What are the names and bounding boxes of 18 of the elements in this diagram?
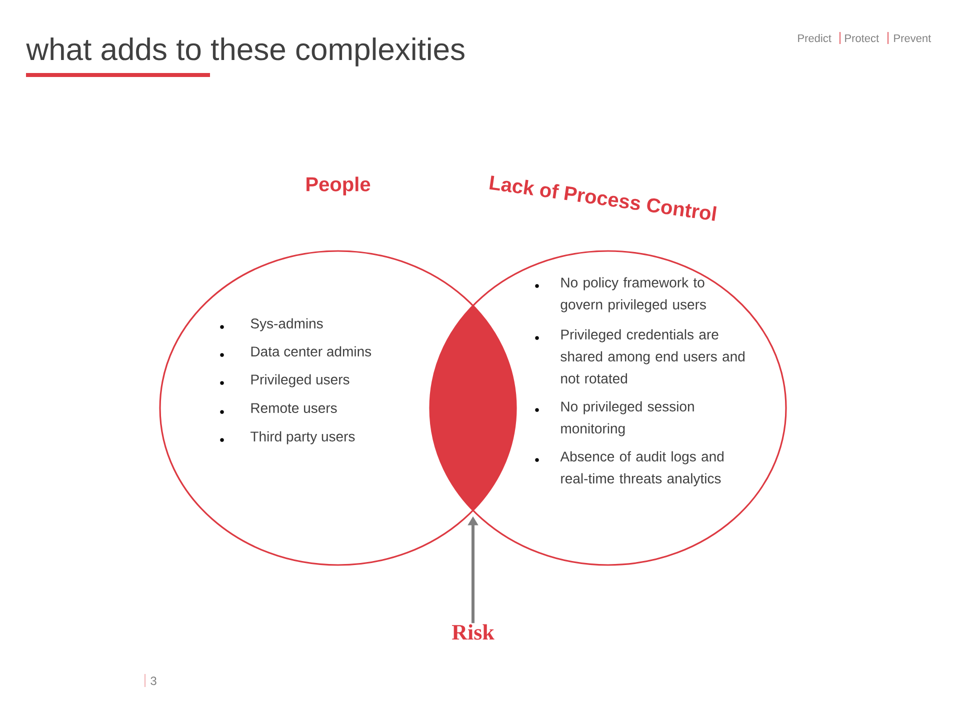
list-item: Third party users xyxy=(250,431,355,444)
list-item: Data center admins xyxy=(251,346,372,356)
risk-label: Risk xyxy=(452,624,494,640)
tagline-word: Predict xyxy=(798,34,832,42)
list-item: Privileged credentials are shared among end users and not rotated xyxy=(560,329,744,384)
list-item: Remote users xyxy=(251,403,337,413)
tagline-word: Prevent xyxy=(894,34,932,42)
tagline-word: Protect xyxy=(845,34,879,42)
list-item: No privileged session monitoring xyxy=(561,401,694,436)
list-item: Privileged users xyxy=(251,374,350,388)
list-item: No policy framework to govern privileged users xyxy=(560,277,706,312)
overlap-lens xyxy=(430,306,516,510)
list-item: Sys-admins xyxy=(250,318,323,332)
title: what adds to these complexities xyxy=(26,38,464,66)
page-number: 3 xyxy=(150,676,156,686)
circle-heading: People xyxy=(306,176,370,196)
list-item: Absence of audit logs and real-time threats analytics xyxy=(560,451,724,486)
circle-heading: Lack of Process Control xyxy=(489,176,717,221)
